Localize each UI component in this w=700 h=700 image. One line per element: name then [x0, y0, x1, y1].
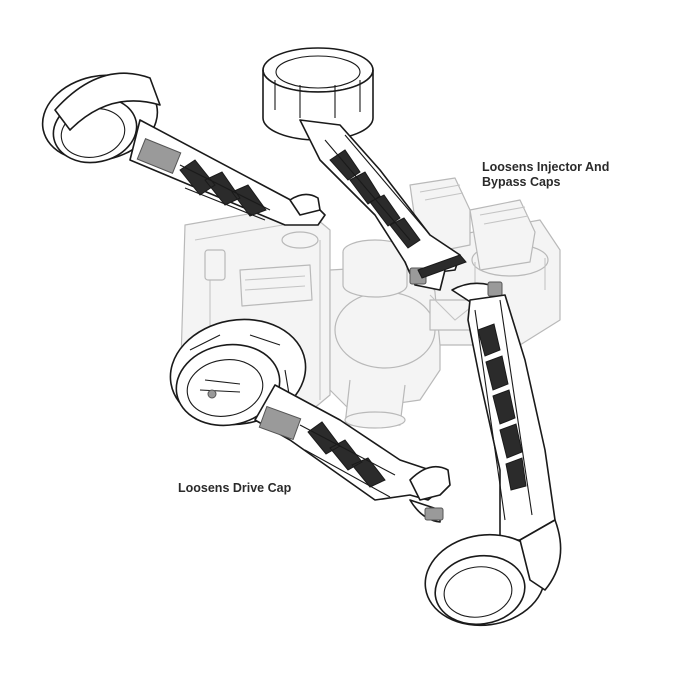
label-injector-bypass: Loosens Injector And Bypass Caps	[482, 160, 609, 190]
label-injector-line1: Loosens Injector And	[482, 160, 610, 174]
wrench-bypass	[424, 281, 562, 627]
wrench-drive	[169, 318, 451, 523]
wrench-top	[41, 72, 326, 226]
wrench-vertical	[262, 47, 467, 291]
label-injector-line2: Bypass Caps	[482, 175, 561, 189]
label-drive-text: Loosens Drive Cap	[178, 481, 292, 495]
label-drive-cap: Loosens Drive Cap	[178, 481, 291, 496]
